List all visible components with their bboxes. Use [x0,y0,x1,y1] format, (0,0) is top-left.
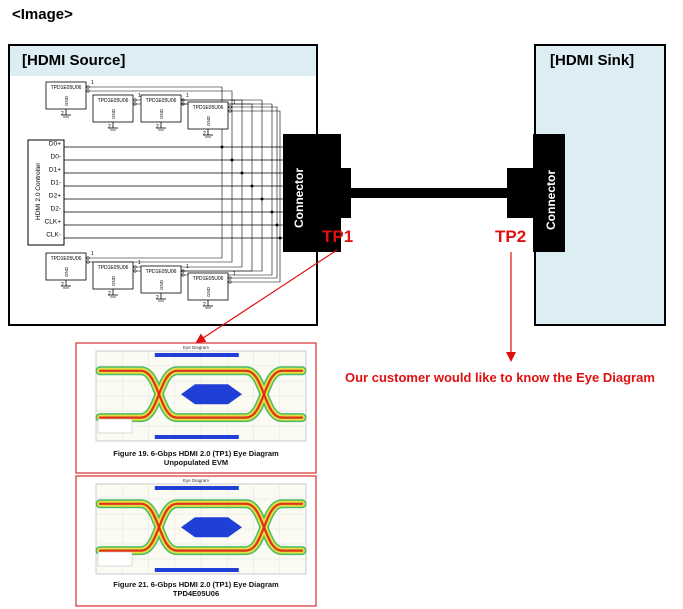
image-label: <Image> [12,6,73,23]
tvs-pin2-label: 2 [61,111,64,117]
tp1-arrow [195,249,338,344]
tvs-pin1-label: 1 [233,271,236,277]
signal-label: D0- [51,154,61,161]
tvs-part-number: TPD1E05U06 [98,265,129,271]
controller-label: HDMI 2.0 Controller [35,162,42,220]
tvs-pin2-label: 2 [61,282,64,288]
tvs-pin1-label: 1 [186,93,189,99]
tvs-pin2-label: 2 [108,124,111,130]
tp1-label: TP1 [322,227,354,246]
tvs-part-number: TPD1E05U06 [193,105,224,111]
tvs-part-number: TPD1E05U06 [146,98,177,104]
signal-label: D1- [51,180,61,187]
tvs-gnd-label: GND [159,279,164,290]
sink-connector [533,134,565,252]
signal-label: D2- [51,206,61,213]
source-title: [HDMI Source] [22,52,126,69]
eye-caption-2: Figure 21. 6-Gbps HDMI 2.0 (TP1) Eye Dia… [78,580,314,598]
eye-diagram-panel: Eye Diagram [75,475,317,607]
signal-label: D0+ [49,141,61,148]
source-connector [283,134,341,252]
eye-diagram-panel: Eye Diagram [75,342,317,474]
tvs-part-number: TPD1E05U06 [98,98,129,104]
tvs-gnd-label: GND [159,108,164,119]
signal-label: D2+ [49,193,61,200]
tvs-pin2-label: 2 [156,124,159,130]
tvs-gnd-label: GND [206,286,211,297]
tvs-gnd-label: GND [206,115,211,126]
customer-note: Our customer would like to know the Eye … [345,370,655,385]
tvs-gnd-label: GND [64,266,69,277]
tvs-part-number: TPD1E05U06 [51,85,82,91]
tvs-part-number: TPD1E05U06 [146,269,177,275]
sink-title: [HDMI Sink] [550,52,635,69]
eye-header: Eye Diagram [183,345,209,350]
eye-caption-1-line2: Unpopulated EVM [163,458,229,467]
sink-connector-label: Connector [544,170,558,230]
eye-caption-1: Figure 19. 6-Gbps HDMI 2.0 (TP1) Eye Dia… [78,449,314,467]
source-connector-tab [341,168,351,218]
tvs-pin2-label: 2 [156,295,159,301]
signal-label: CLK+ [45,219,62,226]
hdmi-cable [351,188,507,198]
tvs-pin1-label: 1 [91,251,94,257]
tvs-gnd-label: GND [111,275,116,286]
signal-label: CLK- [46,232,61,239]
source-connector-label: Connector [292,168,306,228]
tvs-pin1-label: 1 [233,100,236,106]
tvs-pin1-label: 1 [138,93,141,99]
tvs-pin1-label: 1 [186,264,189,270]
tvs-pin2-label: 2 [108,291,111,297]
tp2-label: TP2 [495,227,527,246]
controller-box [27,139,65,246]
eye-caption-1-line1: Figure 19. 6-Gbps HDMI 2.0 (TP1) Eye Dia… [113,449,279,458]
eye-caption-2-line1: Figure 21. 6-Gbps HDMI 2.0 (TP1) Eye Dia… [113,580,279,589]
signal-lines: D0+ D0- D1+ D1- D2+ D2- CLK+ CLK- [45,141,283,239]
signal-label: D1+ [49,167,61,174]
source-header-band [10,46,316,76]
tvs-pin2-label: 2 [203,131,206,137]
tvs-gnd-label: GND [64,95,69,106]
tvs-pin2-label: 2 [203,302,206,308]
tvs-part-number: TPD1E05U06 [193,276,224,282]
eye-header: Eye Diagram [183,478,209,483]
tvs-pin1-label: 1 [91,80,94,86]
tvs-diodes: TPD1E05U06GND12TPD1E05U06GND12TPD1E05U06… [45,80,282,309]
sink-connector-tab [507,168,537,218]
tvs-pin1-label: 1 [138,260,141,266]
tvs-part-number: TPD1E05U06 [51,256,82,262]
tvs-gnd-label: GND [111,108,116,119]
eye-caption-2-line2: TPD4E05U06 [172,589,220,598]
